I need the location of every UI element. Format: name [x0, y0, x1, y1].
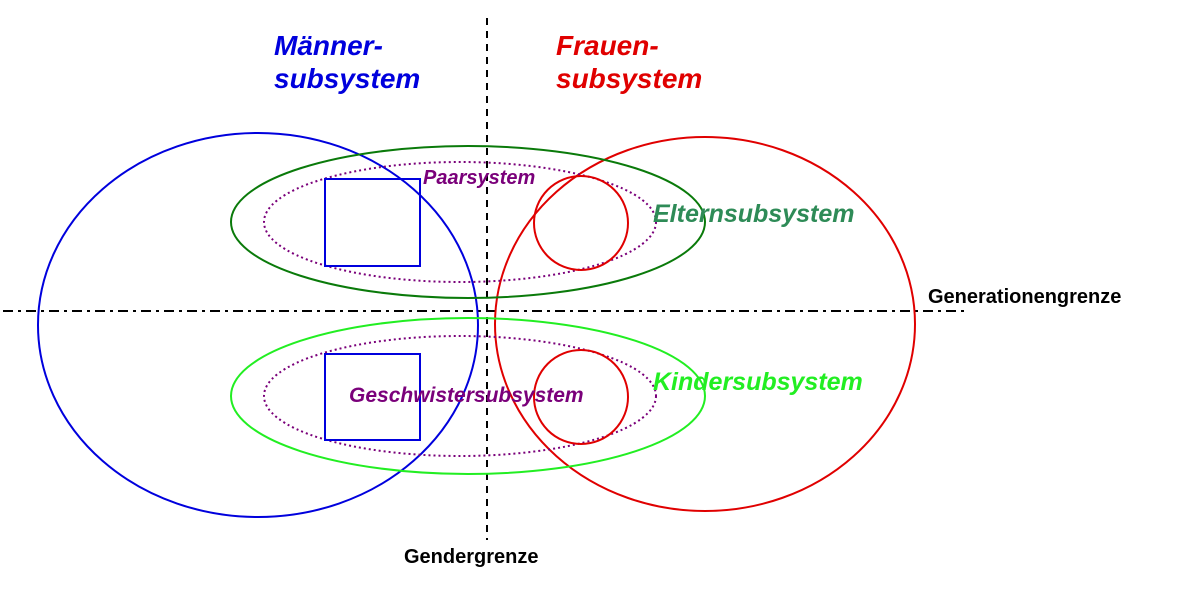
siblings-subsystem-label: Geschwistersubsystem	[349, 384, 584, 407]
parents-subsystem-ellipse	[230, 145, 706, 299]
couple-system-label: Paarsystem	[423, 167, 535, 189]
women-subsystem-ellipse	[494, 136, 916, 512]
mother-circle-symbol	[533, 175, 629, 271]
children-subsystem-ellipse	[230, 317, 706, 475]
women-subsystem-label-line2: subsystem	[556, 63, 702, 94]
generation-boundary-label: Generationengrenze	[928, 286, 1121, 308]
daughter-circle-symbol	[533, 349, 629, 445]
gender-boundary-label: Gendergrenze	[404, 546, 538, 568]
men-subsystem-label-line2: subsystem	[274, 63, 420, 94]
couple-system-ellipse	[263, 161, 657, 283]
father-square-symbol	[324, 178, 421, 267]
parents-subsystem-label: Elternsubsystem	[653, 200, 854, 228]
son-square-symbol	[324, 353, 421, 441]
children-subsystem-label: Kindersubsystem	[653, 368, 863, 396]
siblings-system-ellipse	[263, 335, 657, 457]
men-subsystem-ellipse	[37, 132, 479, 518]
women-subsystem-label-line1: Frauen-	[556, 30, 659, 61]
men-subsystem-label-line1: Männer-	[274, 30, 383, 61]
